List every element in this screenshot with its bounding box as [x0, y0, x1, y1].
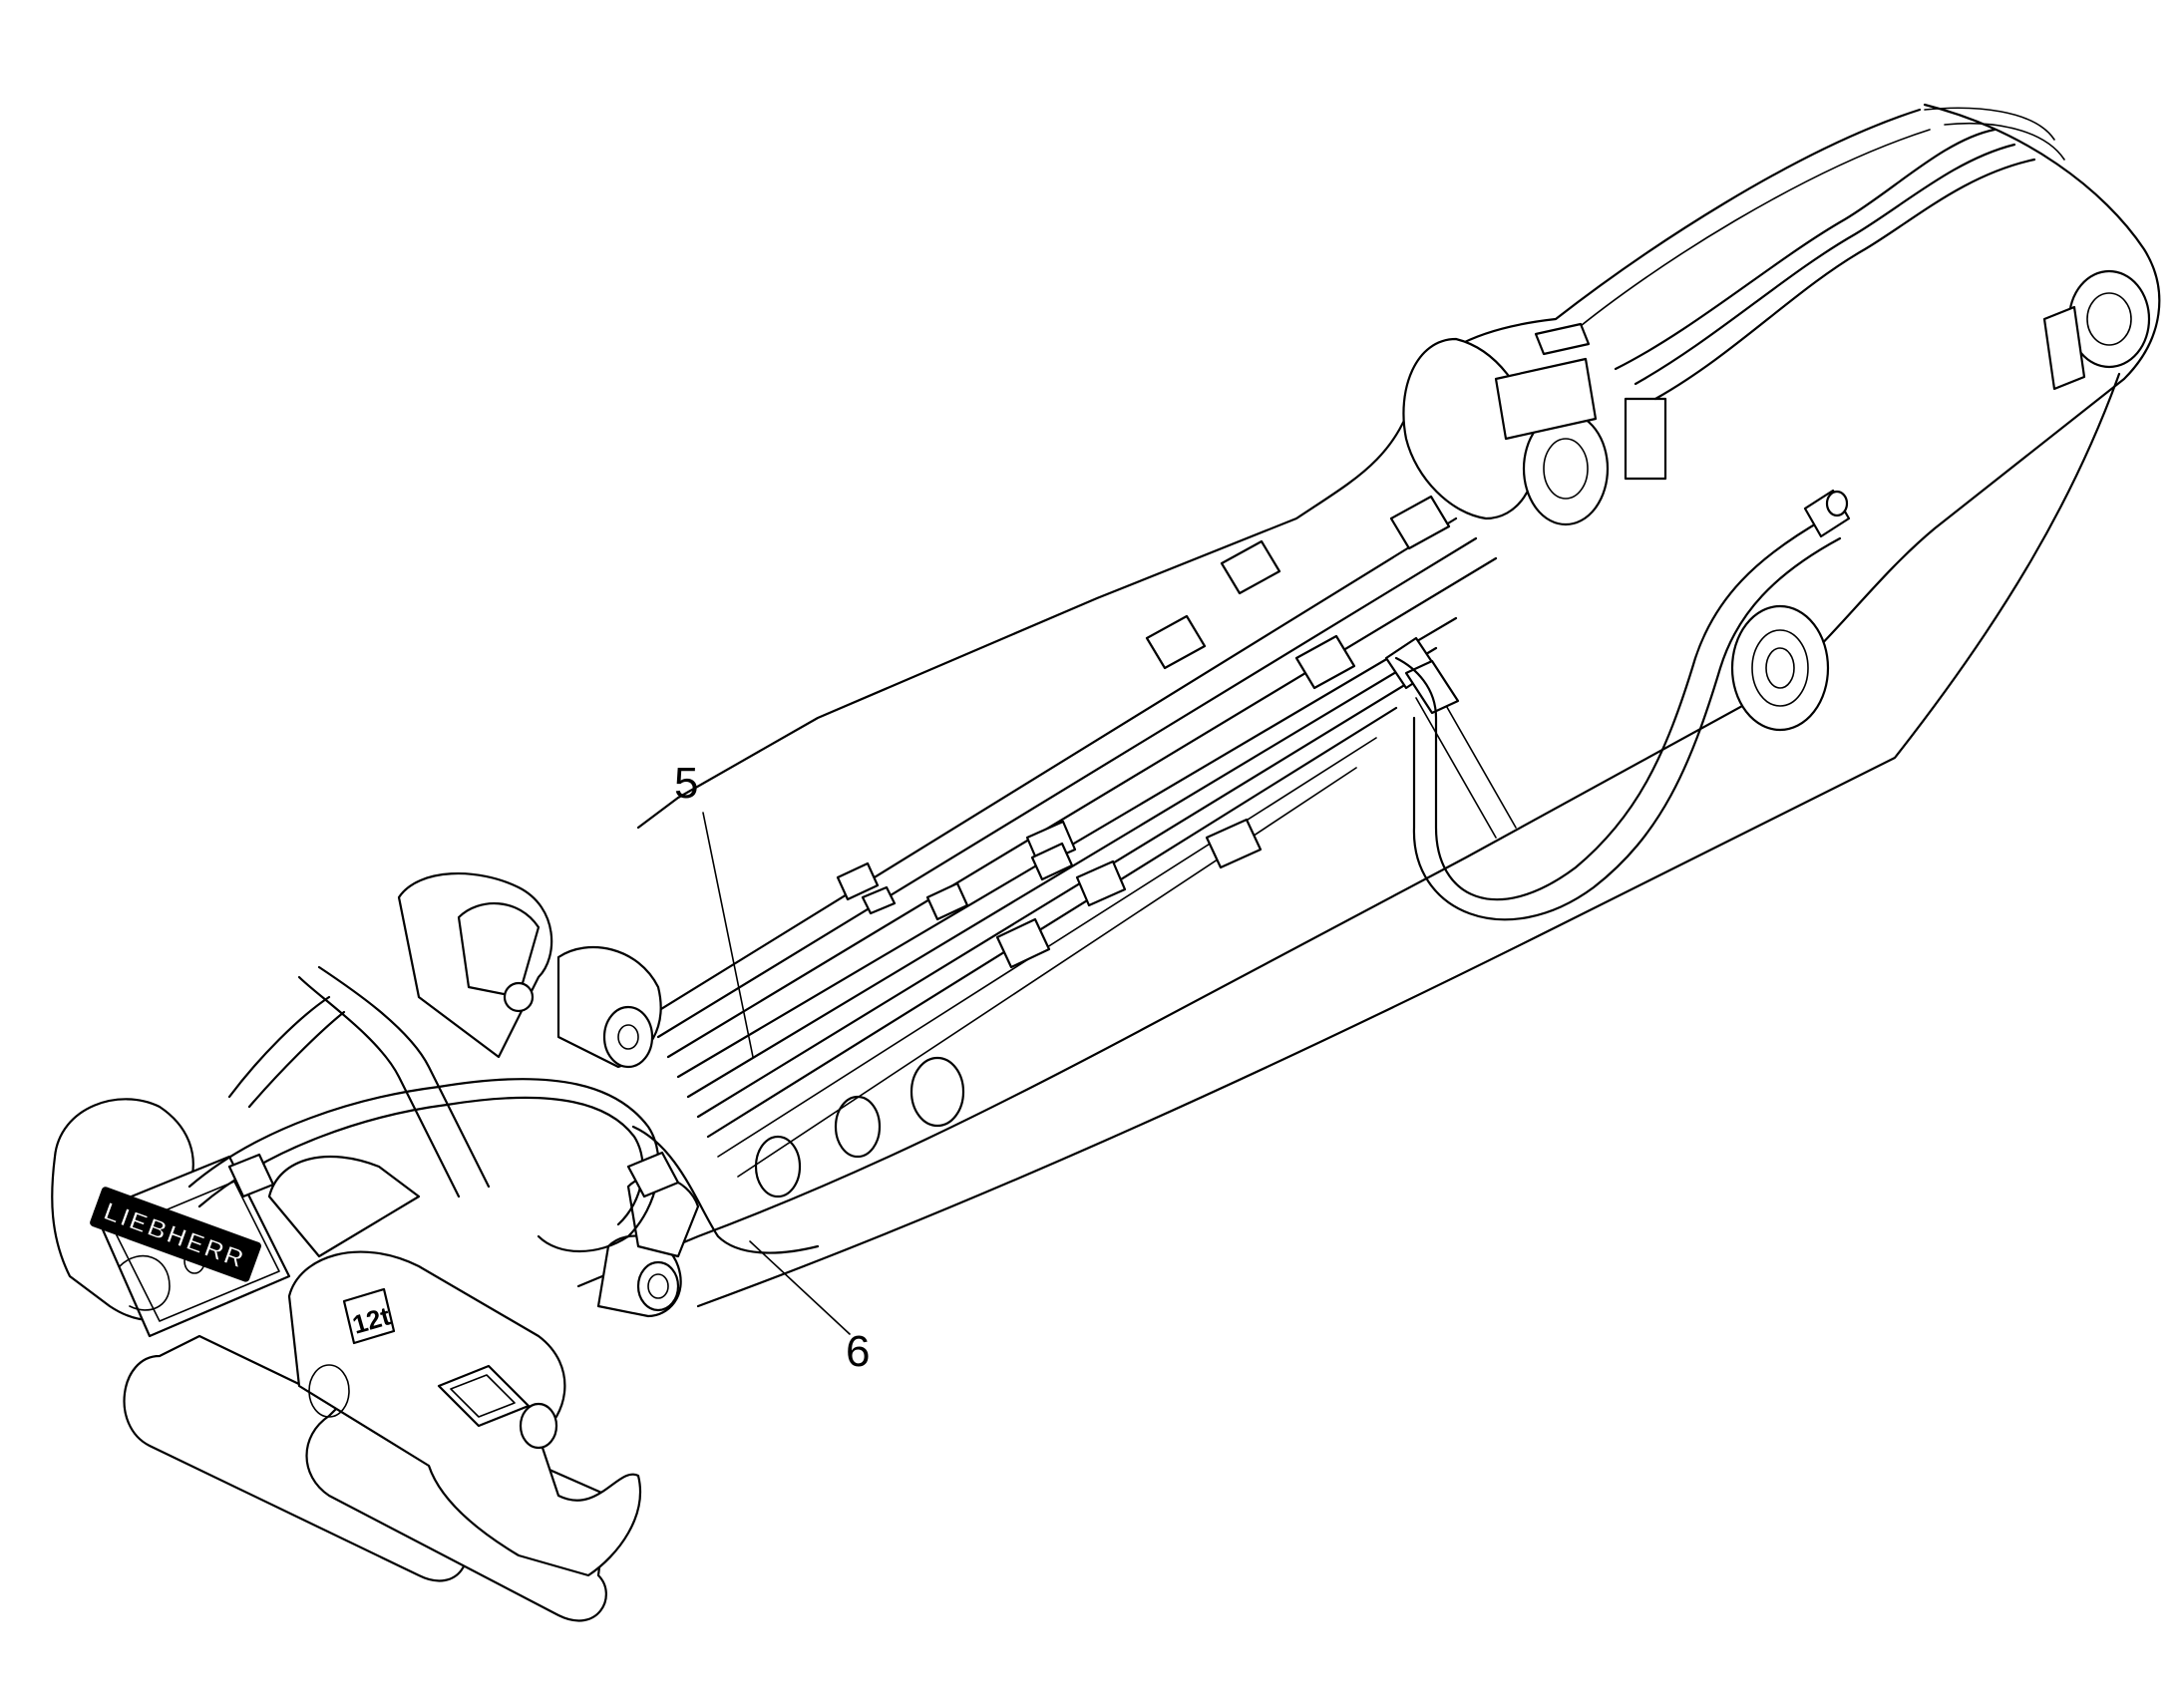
callout-5-label: 5 — [674, 759, 698, 808]
stick-body — [576, 103, 2161, 1308]
callout-5: 5 — [674, 759, 754, 1058]
quick-coupler: 12t — [51, 872, 700, 1622]
callout-6-leader — [749, 1240, 851, 1335]
loop-hose — [1394, 489, 1851, 921]
callout-6: 6 — [749, 1240, 870, 1376]
coupler-hose — [187, 1078, 820, 1254]
callout-5-leader — [702, 812, 754, 1058]
hydraulic-line-bundle — [646, 107, 2065, 1178]
callout-6-label: 6 — [846, 1327, 870, 1376]
